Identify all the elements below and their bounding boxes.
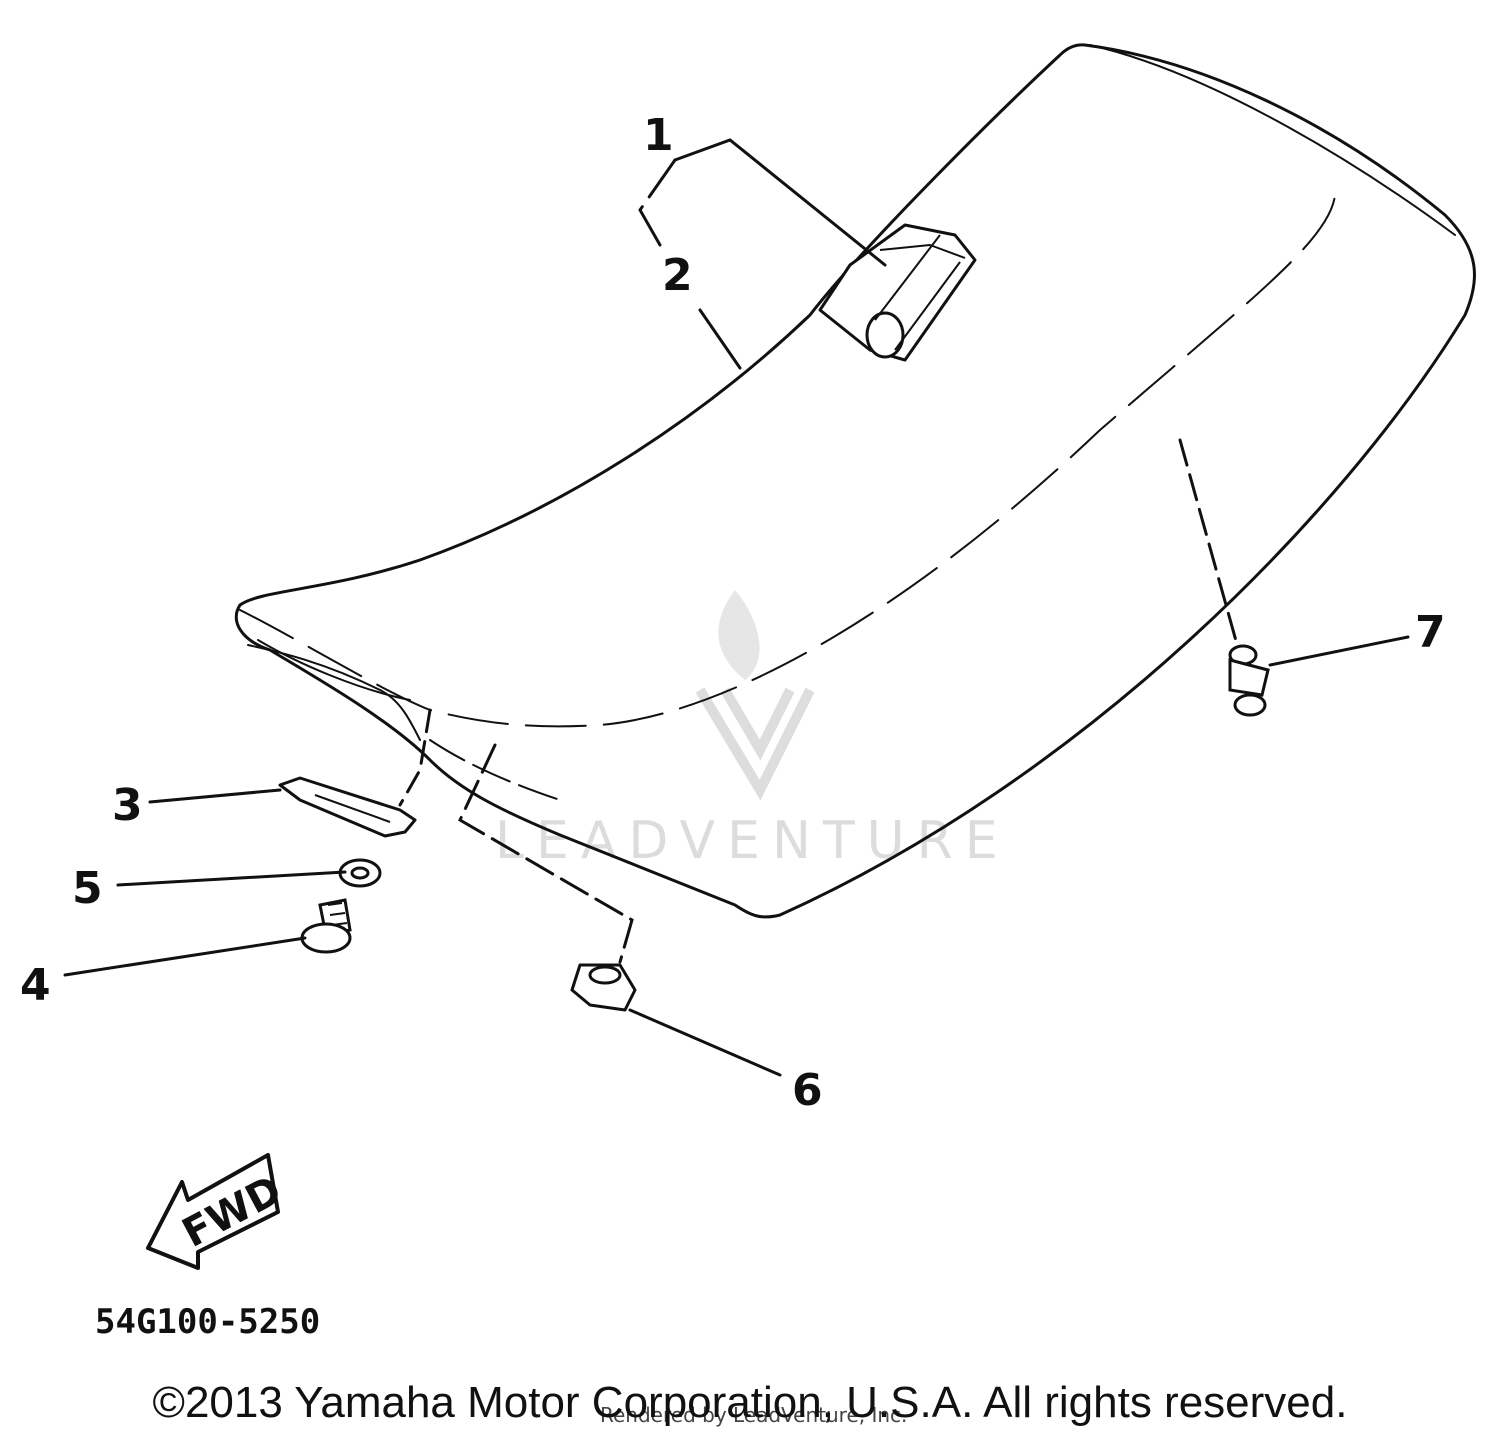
callout-6: 6 bbox=[792, 1065, 823, 1116]
callout-1: 1 bbox=[643, 110, 674, 161]
watermark-logo bbox=[695, 590, 815, 801]
part-6-clip bbox=[570, 963, 637, 1012]
leader-7 bbox=[1268, 635, 1410, 667]
leader-grommet bbox=[1178, 438, 1240, 650]
leader-lines bbox=[63, 138, 1410, 1077]
part-3-bracket bbox=[278, 776, 417, 838]
leader-5 bbox=[116, 870, 347, 887]
leader-4 bbox=[63, 936, 307, 977]
callout-7: 7 bbox=[1415, 607, 1446, 658]
callout-4: 4 bbox=[20, 960, 51, 1011]
callout-3: 3 bbox=[112, 780, 143, 831]
callout-2: 2 bbox=[662, 250, 693, 301]
copyright-notice: ©2013 Yamaha Motor Corporation, U.S.A. A… bbox=[152, 1378, 1348, 1427]
leader-1-group bbox=[638, 158, 677, 247]
leader-2 bbox=[698, 308, 742, 370]
fwd-arrow-icon: FWD bbox=[146, 1153, 289, 1270]
leader-3 bbox=[148, 788, 282, 804]
leader-6 bbox=[628, 1008, 782, 1077]
part-5-washer bbox=[338, 858, 382, 888]
part-7-grommet bbox=[1228, 644, 1270, 717]
leader-clip bbox=[458, 743, 634, 964]
callout-5: 5 bbox=[72, 863, 103, 914]
render-credit: Rendered by LeadVenture, Inc. bbox=[600, 1403, 907, 1427]
seat-outline bbox=[234, 43, 1476, 919]
hinge-bracket bbox=[818, 223, 977, 362]
leader-1 bbox=[673, 138, 887, 267]
part-4-bolt bbox=[300, 898, 352, 954]
diagram-part-number: 54G100-5250 bbox=[95, 1302, 320, 1342]
leader-bracket bbox=[398, 708, 432, 807]
